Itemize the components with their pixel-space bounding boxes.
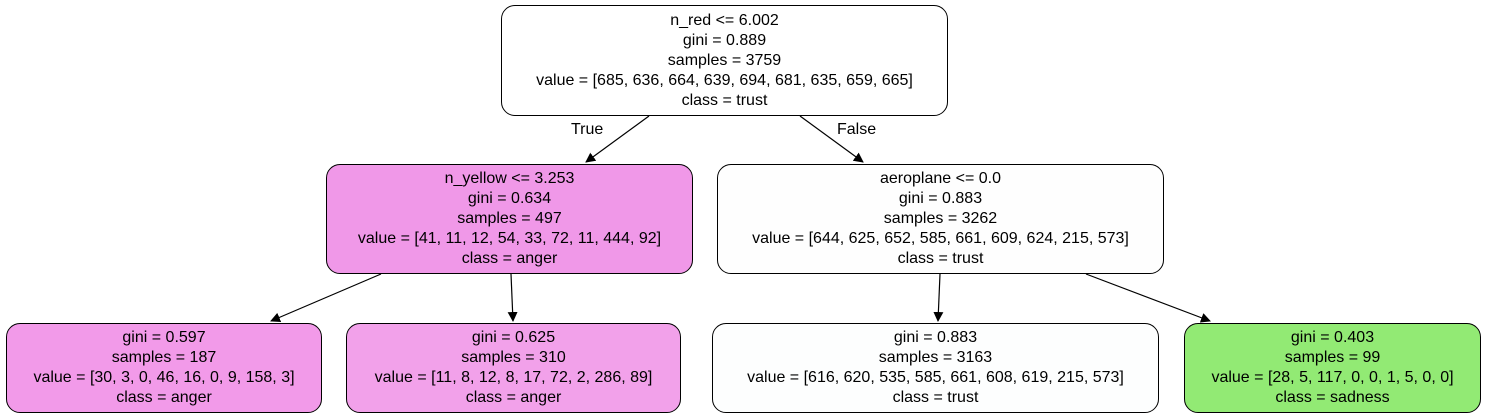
node-gini: gini = 0.403: [1290, 329, 1375, 346]
tree-leaf-node-3: gini = 0.883 samples = 3163 value = [616…: [712, 323, 1159, 413]
tree-node-root: n_red <= 6.002 gini = 0.889 samples = 37…: [501, 5, 948, 116]
edge-label-false: False: [837, 121, 877, 138]
node-class: class = anger: [465, 389, 562, 406]
edge-left-to-leaf-2: [507, 273, 518, 322]
edge-right-to-leaf-3: [933, 273, 944, 322]
edge-root-to-right: [799, 115, 864, 163]
node-samples: samples = 497: [457, 210, 562, 227]
edge-label-true: True: [571, 121, 604, 138]
node-value: value = [11, 8, 12, 8, 17, 72, 2, 286, 8…: [374, 369, 653, 386]
tree-node-left: n_yellow <= 3.253 gini = 0.634 samples =…: [326, 164, 693, 274]
node-gini: gini = 0.883: [893, 329, 978, 346]
node-value: value = [685, 636, 664, 639, 694, 681, 6…: [536, 71, 913, 89]
node-gini: gini = 0.634: [467, 190, 552, 207]
node-gini: gini = 0.597: [122, 329, 206, 346]
node-class: class = trust: [681, 91, 768, 109]
node-samples: samples = 3163: [878, 349, 993, 366]
tree-leaf-node-4: gini = 0.403 samples = 99 value = [28, 5…: [1184, 323, 1481, 413]
node-class: class = trust: [892, 389, 979, 406]
node-split-condition: n_red <= 6.002: [670, 11, 779, 29]
node-samples: samples = 99: [1284, 349, 1381, 366]
node-class: class = anger: [116, 389, 212, 406]
node-gini: gini = 0.889: [682, 31, 767, 49]
node-samples: samples = 3262: [883, 210, 998, 227]
edge-left-to-leaf-1: [270, 273, 382, 323]
edge-right-to-leaf-4: [1085, 273, 1211, 323]
edge-root-to-left: [585, 115, 650, 163]
node-split-condition: aeroplane <= 0.0: [880, 170, 1001, 187]
node-value: value = [41, 11, 12, 54, 33, 72, 11, 444…: [357, 230, 662, 247]
node-class: class = sadness: [1275, 389, 1390, 406]
node-value: value = [616, 620, 535, 585, 661, 608, 6…: [747, 369, 1124, 386]
node-class: class = anger: [461, 250, 558, 267]
tree-leaf-node-1: gini = 0.597 samples = 187 value = [30, …: [6, 323, 322, 413]
tree-node-right: aeroplane <= 0.0 gini = 0.883 samples = …: [717, 164, 1164, 274]
node-class: class = trust: [897, 250, 984, 267]
node-value: value = [30, 3, 0, 46, 16, 0, 9, 158, 3]: [33, 369, 295, 386]
node-gini: gini = 0.883: [898, 190, 983, 207]
node-samples: samples = 3759: [667, 51, 782, 69]
node-split-condition: n_yellow <= 3.253: [444, 170, 575, 187]
node-value: value = [28, 5, 117, 0, 0, 1, 5, 0, 0]: [1211, 369, 1454, 386]
tree-leaf-node-2: gini = 0.625 samples = 310 value = [11, …: [346, 323, 681, 413]
node-samples: samples = 310: [461, 349, 566, 366]
node-samples: samples = 187: [111, 349, 217, 366]
node-value: value = [644, 625, 652, 585, 661, 609, 6…: [752, 230, 1129, 247]
node-gini: gini = 0.625: [471, 329, 556, 346]
